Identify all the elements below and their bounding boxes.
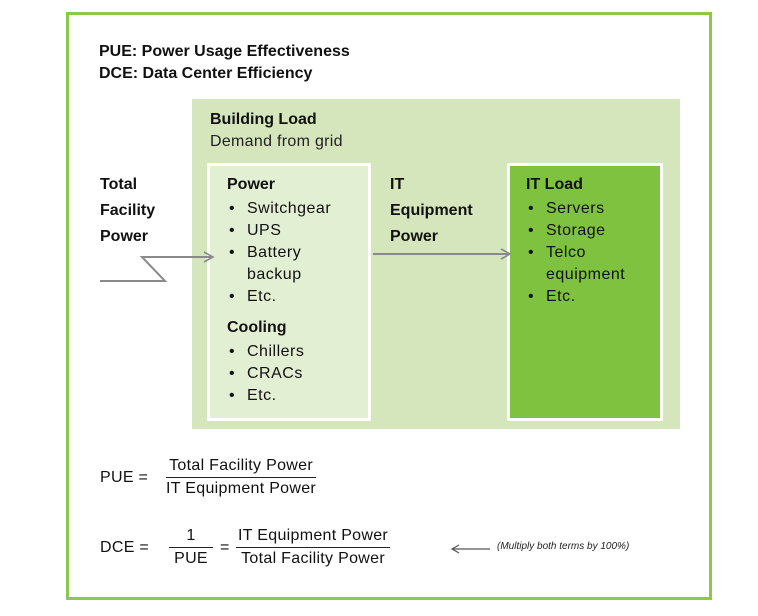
total-facility-power-line1: Total [100,176,138,193]
building-load-subtitle: Demand from grid [210,133,343,150]
total-facility-power-line2: Facility [100,202,156,219]
it-equipment-power-line3: Power [390,228,439,245]
cooling-item: Chillers [227,341,357,363]
dce-formula-lhs: DCE = [100,539,150,556]
it-equipment-power-label: IT Equipment Power [390,172,473,250]
power-item: Battery backup [227,242,337,286]
dce-numerator-1: 1 [169,527,213,548]
power-item: UPS [227,220,357,242]
pue-fraction: Total Facility Power IT Equipment Power [166,457,317,498]
power-title: Power [227,176,276,193]
dce-denominator-2: Total Facility Power [241,550,385,567]
it-load-item: Etc. [526,286,658,308]
input-power-arrow [100,251,215,282]
cooling-title: Cooling [227,319,287,336]
cooling-list: Chillers CRACs Etc. [227,341,357,407]
definitions: PUE: Power Usage Effectiveness DCE: Data… [99,41,350,85]
dce-fraction-2: IT Equipment Power Total Facility Power [236,527,391,568]
it-load-item: Servers [526,198,658,220]
it-load-title: IT Load [526,176,583,193]
cooling-item: Etc. [227,385,357,407]
pue-definition: PUE: Power Usage Effectiveness [99,43,350,60]
dce-fraction-1: 1 PUE [169,527,213,568]
power-item: Etc. [227,286,357,308]
power-item: Switchgear [227,198,357,220]
total-facility-power-line3: Power [100,228,149,245]
dce-equals: = [220,539,230,556]
power-list: Switchgear UPS Battery backup Etc. [227,198,357,308]
pue-numerator: Total Facility Power [166,457,317,478]
it-load-list: Servers Storage Telco equipment Etc. [526,198,658,308]
building-load-title: Building Load [210,111,317,128]
dce-denominator-1: PUE [174,550,208,567]
dce-definition: DCE: Data Center Efficiency [99,65,313,82]
cooling-item: CRACs [227,363,357,385]
it-load-item: Telco equipment [526,242,646,286]
pue-denominator: IT Equipment Power [166,480,317,497]
it-equipment-power-line2: Equipment [390,202,473,219]
dce-numerator-2: IT Equipment Power [236,527,391,548]
total-facility-power-label: Total Facility Power [100,172,155,250]
it-equipment-power-line1: IT [390,176,405,193]
it-load-item: Storage [526,220,658,242]
multiply-note: (Multiply both terms by 100%) [497,541,630,552]
pue-formula-lhs: PUE = [100,469,149,486]
